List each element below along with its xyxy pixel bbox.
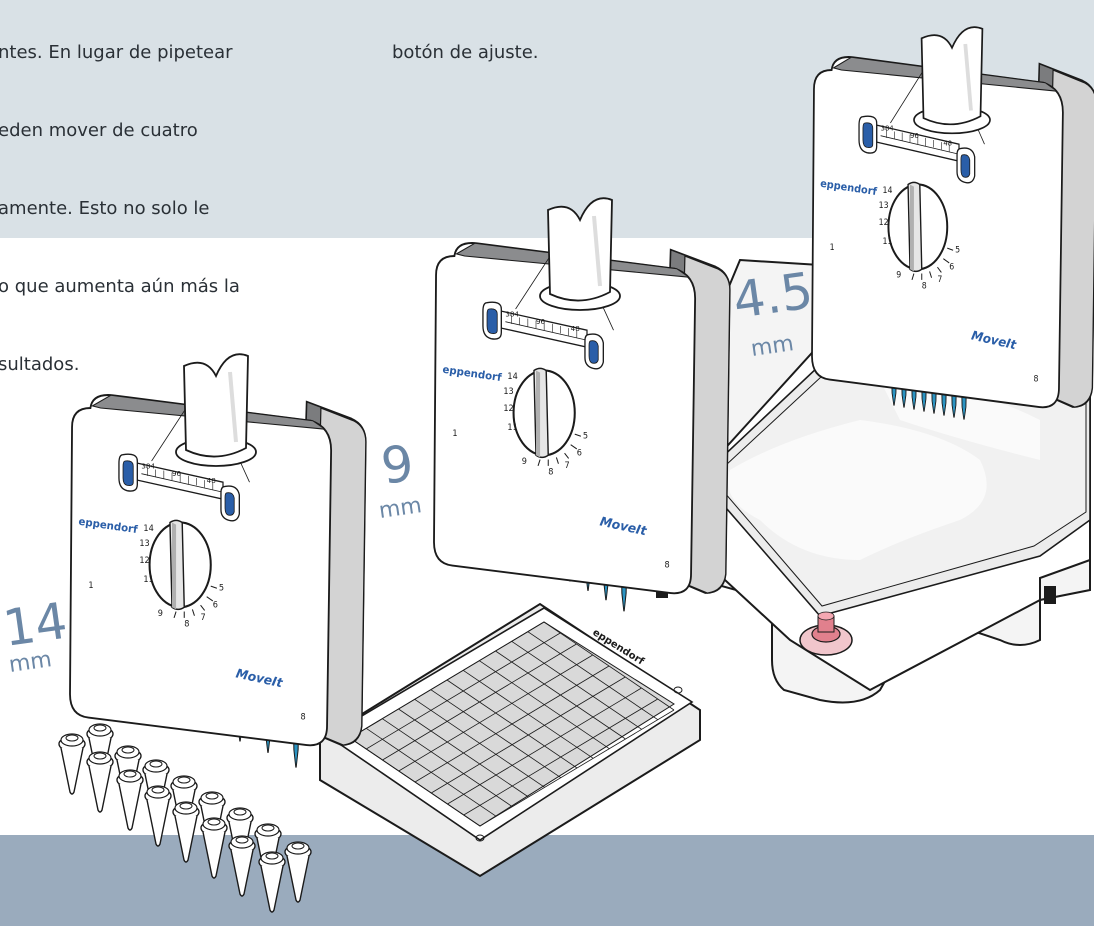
microplate-96: eppendorf bbox=[319, 602, 701, 878]
plate-grid-line bbox=[349, 621, 545, 739]
intro-paragraph: ntes. En lugar de pipetear eden mover de… bbox=[0, 0, 240, 404]
spacing-unit: mm bbox=[377, 493, 423, 524]
spacing-unit: mm bbox=[7, 647, 53, 678]
pipette-4-5mm bbox=[810, 25, 1094, 421]
plate-grid-line bbox=[463, 698, 658, 816]
intro-paragraph-right: botón de ajuste. bbox=[392, 0, 539, 92]
intro-line: sultados. bbox=[0, 354, 80, 375]
spacing-label-9mm: 9 mm bbox=[377, 434, 423, 524]
spacing-value: 4.5 bbox=[730, 261, 817, 330]
plate-grid-line bbox=[447, 687, 642, 805]
spacing-label-4-5mm: 4.5 mm bbox=[730, 261, 817, 362]
plate-grid-line bbox=[366, 632, 561, 750]
spacing-label-14mm: 14 mm bbox=[0, 592, 71, 678]
intro-line: eden mover de cuatro bbox=[0, 120, 198, 141]
intro-line: botón de ajuste. bbox=[392, 42, 539, 63]
plate-grid-line bbox=[382, 643, 577, 761]
pipette-14mm bbox=[68, 352, 367, 769]
plate-grid-line bbox=[479, 709, 675, 827]
tube-strip bbox=[58, 723, 312, 913]
plate-grid-line bbox=[398, 654, 593, 772]
spacing-value: 9 bbox=[378, 434, 418, 496]
spacing-unit: mm bbox=[749, 331, 795, 362]
pipette-9mm bbox=[432, 196, 731, 613]
intro-line: o que aumenta aún más la bbox=[0, 276, 240, 297]
plate-grid-line bbox=[414, 665, 610, 783]
intro-line: amente. Esto no solo le bbox=[0, 198, 210, 219]
plate-grid-line bbox=[431, 676, 626, 794]
spacing-value: 14 bbox=[0, 592, 71, 658]
intro-line: ntes. En lugar de pipetear bbox=[0, 42, 233, 63]
